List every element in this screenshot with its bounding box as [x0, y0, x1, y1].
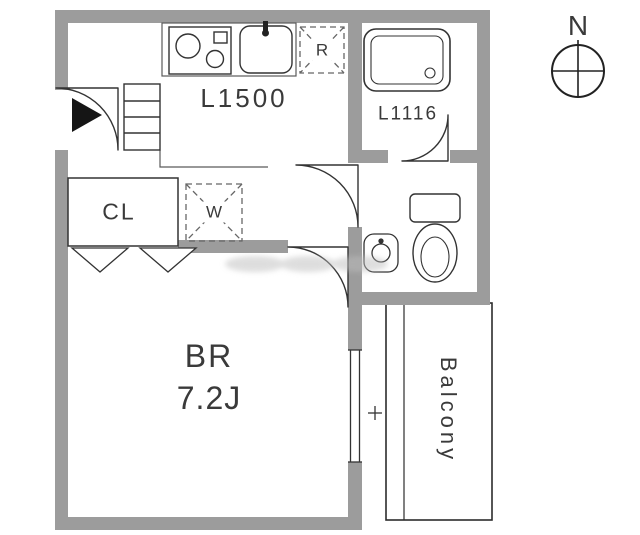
closet-door-mark — [70, 247, 130, 273]
bedroom-label: BR — [184, 338, 234, 374]
wall-bottom — [55, 517, 362, 530]
wall-top — [55, 10, 490, 23]
wall-divider-upper — [348, 10, 362, 163]
closet-outline — [67, 177, 179, 247]
wall-bedroom-right-lower — [348, 462, 362, 530]
closet — [67, 177, 198, 273]
floor-lines — [159, 22, 297, 168]
balcony-area — [385, 302, 493, 521]
entrance-door-swing — [55, 87, 119, 151]
bathtub-icon — [363, 28, 451, 92]
bath-door-swing — [401, 114, 449, 162]
wall-bath-bottom-left — [362, 150, 388, 163]
balcony-label: Balcony — [436, 356, 461, 464]
wall-hall-bedroom — [178, 240, 288, 253]
kitchen-counter-outline — [161, 22, 297, 77]
wall-washroom-bottom — [348, 292, 490, 305]
wall-right — [477, 10, 490, 305]
wall-bath-bottom-right — [450, 150, 477, 163]
wall-left-lower — [55, 150, 68, 530]
bedroom-size-label: 7.2J — [176, 380, 242, 416]
refrigerator-label: R — [310, 39, 334, 61]
shoe-cabinet-icon — [123, 83, 161, 151]
kitchen-counter-label: L1500 — [200, 83, 288, 113]
washroom-door-swing — [295, 164, 359, 228]
balcony-window — [348, 349, 382, 463]
closet-label: CL — [102, 198, 136, 225]
bedroom-door-swing — [287, 246, 349, 308]
kitchen-sink-icon — [239, 21, 293, 74]
watermark — [225, 256, 388, 272]
toilet-icon — [409, 193, 461, 283]
wall-left-upper — [55, 10, 68, 90]
north-label: N — [567, 10, 589, 41]
closet-door-mark — [138, 247, 198, 273]
bath-size-label: L1116 — [375, 103, 441, 125]
entrance-step-line — [159, 150, 268, 168]
stove-icon — [168, 26, 232, 75]
washer-label: W — [200, 201, 228, 223]
wall-divider-mid — [348, 227, 362, 350]
washing-machine-space — [185, 183, 243, 242]
compass-north-icon — [551, 40, 605, 98]
entrance-arrow-icon — [72, 98, 102, 132]
